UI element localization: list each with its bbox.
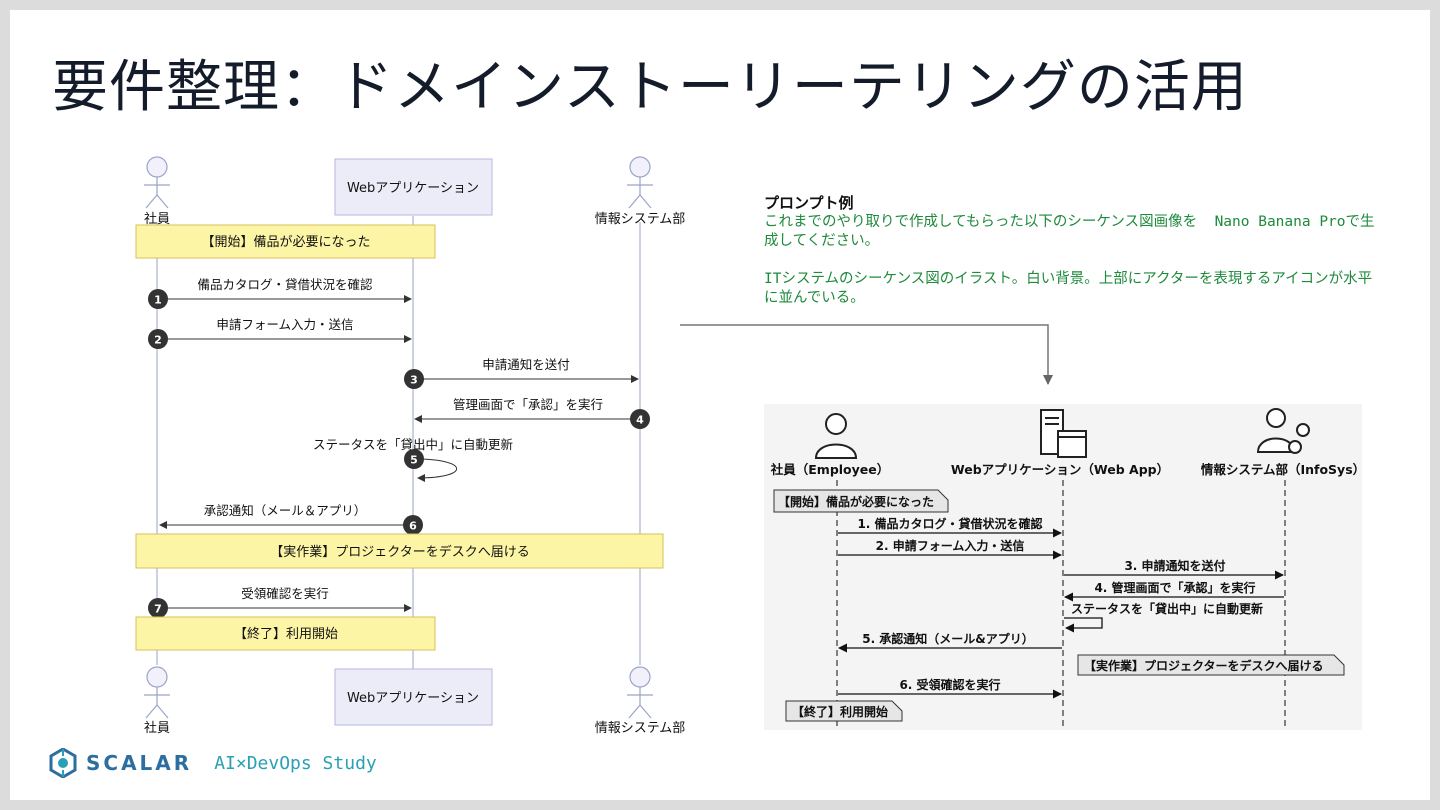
note-work — [135, 533, 664, 569]
slide: 要件整理：ドメインストーリーテリングの活用 — [10, 10, 1430, 800]
scalar-logo-icon — [49, 748, 77, 778]
note-end — [135, 616, 436, 651]
r-note-start: 【開始】備品が必要になった — [778, 494, 934, 509]
actor-employee-bottom-icon — [144, 666, 170, 719]
msg4-num: 4 — [636, 414, 644, 427]
r-actor-webapp: Webアプリケーション（Web App） — [951, 462, 1169, 477]
msg3-num: 3 — [410, 374, 418, 387]
msg7-num: 7 — [154, 603, 162, 616]
msg1-label: 備品カタログ・貸借状況を確認 — [197, 277, 373, 292]
left-sequence-diagram: 社員 情報システム部 Webアプリケーション 【開始】備品が必要になった 備品カ… — [135, 156, 1365, 736]
r-msg7: 6. 受領確認を実行 — [899, 677, 1000, 692]
r-msg2: 2. 申請フォーム入力・送信 — [876, 538, 1025, 553]
webapp-top-label: Webアプリケーション — [347, 181, 479, 196]
actor-employee-top-label: 社員 — [144, 211, 170, 227]
admin-gear-icon — [1256, 408, 1310, 454]
msg6-label: 承認通知（メール＆アプリ） — [204, 503, 367, 518]
msg4-label: 管理画面で「承認」を実行 — [453, 397, 603, 412]
actor-infosys-top-icon — [627, 156, 653, 209]
r-msg5: ステータスを「貸出中」に自動更新 — [1071, 601, 1263, 616]
note-start — [135, 224, 436, 259]
msg5-num: 5 — [410, 454, 418, 467]
r-msg1: 1. 備品カタログ・貸借状況を確認 — [857, 516, 1042, 531]
r-msg6: 5. 承認通知（メール&アプリ） — [862, 631, 1034, 646]
msg6-num: 6 — [409, 520, 417, 533]
footer-logo: SCALAR AI×DevOps Study — [48, 748, 377, 778]
msg5-label: ステータスを「貸出中」に自動更新 — [313, 437, 513, 452]
webapp-bottom-label: Webアプリケーション — [347, 691, 479, 706]
prompt-heading: プロンプト例 — [764, 194, 854, 212]
note-work-label: 【実作業】プロジェクターをデスクへ届ける — [270, 544, 529, 560]
note-start-label: 【開始】備品が必要になった — [201, 234, 370, 250]
msg2-label: 申請フォーム入力・送信 — [216, 317, 353, 332]
msg1-num: 1 — [154, 294, 162, 307]
msg2-num: 2 — [154, 334, 162, 347]
actor-infosys-bottom-label: 情報システム部 — [595, 721, 686, 736]
page-title: 要件整理：ドメインストーリーテリングの活用 — [52, 55, 1248, 120]
msg7-label: 受領確認を実行 — [241, 586, 329, 601]
msg3-label: 申請通知を送付 — [482, 357, 570, 372]
study-name: AI×DevOps Study — [214, 752, 377, 774]
actor-employee-bottom-label: 社員 — [144, 720, 170, 736]
actor-infosys-bottom-icon — [627, 666, 653, 719]
webapp-top-box — [334, 158, 493, 216]
actor-employee-top-icon — [144, 156, 170, 209]
server-icon — [1040, 409, 1087, 458]
connector-arrow — [680, 324, 1053, 385]
webapp-bottom-box — [334, 668, 493, 726]
prompt-line2: ITシステムのシーケンス図のイラスト。白い背景。上部にアクターを表現するアイコン… — [764, 271, 1373, 306]
actor-infosys-top-label: 情報システム部 — [595, 212, 686, 227]
r-actor-infosys: 情報システム部（InfoSys） — [1201, 462, 1365, 477]
r-msg3: 3. 申請通知を送付 — [1124, 558, 1225, 573]
r-msg4: 4. 管理画面で「承認」を実行 — [1094, 580, 1255, 595]
brand-name: SCALAR — [86, 751, 193, 775]
prompt-example: プロンプト例 これまでのやり取りで作成してもらった以下のシーケンス図画像を Na… — [764, 194, 1384, 308]
note-end-label: 【終了】利用開始 — [234, 626, 338, 642]
person-icon — [814, 413, 858, 459]
r-note-work: 【実作業】プロジェクターをデスクへ届ける — [1084, 658, 1324, 673]
prompt-line1: これまでのやり取りで作成してもらった以下のシーケンス図画像を Nano Bana… — [764, 214, 1375, 249]
r-note-end: 【終了】利用開始 — [792, 704, 888, 719]
r-actor-employee: 社員（Employee） — [770, 462, 890, 477]
